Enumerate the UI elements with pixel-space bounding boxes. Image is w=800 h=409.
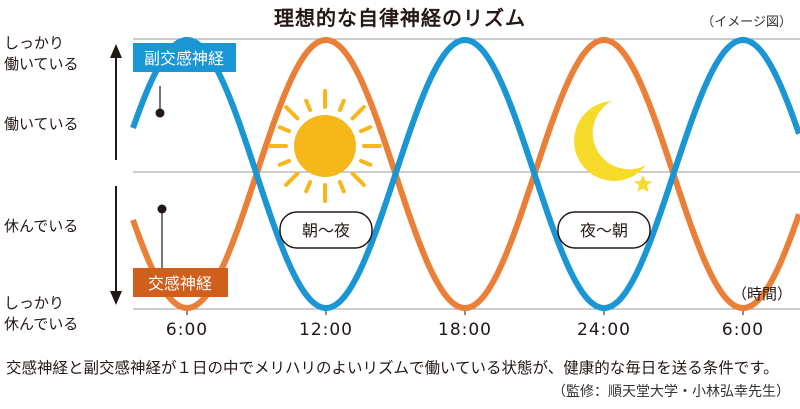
night-badge-frame <box>557 211 651 249</box>
para-leader-dot <box>155 108 165 118</box>
state-bottom-line2: 休んでいる <box>4 315 79 333</box>
sympathetic-curve <box>130 37 800 312</box>
sym-leader-dot <box>157 204 167 214</box>
parasympathetic-label-box <box>133 43 236 72</box>
sympathetic-label-box <box>133 268 228 297</box>
supervisor-note: （監修：順天堂大学・小林弘幸先生） <box>552 384 790 400</box>
state-lower: 休んでいる <box>4 217 79 235</box>
sun-ray <box>284 171 300 187</box>
x-axis-unit: （時間） <box>731 285 792 303</box>
sun-ray <box>337 180 346 194</box>
sun-ray <box>359 125 373 134</box>
diagram-title: 理想的な自律神経のリズム <box>274 6 526 30</box>
sun-ray <box>337 98 346 112</box>
state-upper: 働いている <box>4 115 79 133</box>
x-tick-label: 12:00 <box>299 320 353 340</box>
x-tick-label: 6:00 <box>165 320 209 340</box>
caption-text: 交感神経と副交感神経が１日の中でメリハリのよいリズムで働いている状態が、健康的な… <box>6 359 779 377</box>
x-tick-label: 18:00 <box>438 320 492 340</box>
day-badge-label: 朝〜夜 <box>302 221 350 240</box>
state-top-line1: しっかり <box>4 34 65 52</box>
sun-icon <box>268 89 382 203</box>
x-tick-label: 24:00 <box>577 320 631 340</box>
parasympathetic-curve <box>130 36 800 311</box>
image-note: （イメージ図） <box>701 15 792 30</box>
sun-ray <box>359 158 373 167</box>
state-top-line2: 働いている <box>4 55 79 73</box>
sun-ray <box>350 105 366 121</box>
sun-ray <box>350 171 366 187</box>
parasympathetic-label: 副交感神経 <box>144 49 224 68</box>
sun-ray <box>304 180 313 194</box>
sun-ray <box>304 98 313 112</box>
sun-ray <box>277 158 291 167</box>
moon-icon <box>574 101 646 181</box>
star-icon <box>634 175 652 192</box>
sun-ray <box>277 125 291 134</box>
down-arrow-icon <box>110 291 122 305</box>
sympathetic-label: 交感神経 <box>148 274 212 293</box>
day-badge-frame <box>279 211 373 249</box>
sun-ray <box>284 105 300 121</box>
up-arrow-icon <box>110 44 122 58</box>
state-top: しっかり 働いている <box>4 33 79 75</box>
night-badge-label: 夜〜朝 <box>580 221 628 240</box>
x-tick-label: 6:00 <box>721 320 765 340</box>
state-bottom-line1: しっかり <box>4 294 65 312</box>
state-bottom: しっかり 休んでいる <box>4 293 78 335</box>
